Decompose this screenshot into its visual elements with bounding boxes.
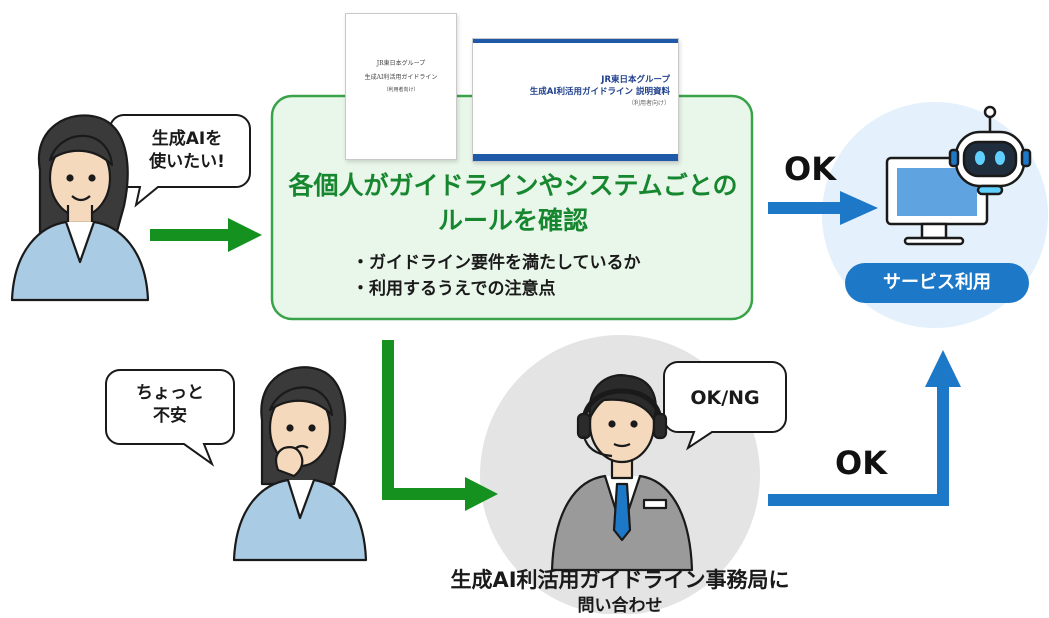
guideline-document-thumbnail: JR東日本グループ 生成AI利活用ガイドライン （利用者向け） xyxy=(345,13,457,160)
ok-label-bottom: OK xyxy=(835,444,887,482)
ok-label-top: OK xyxy=(784,150,836,188)
bubble-operator-text: OK/NG xyxy=(690,387,760,409)
explanation-slide-thumbnail: JR東日本グループ 生成AI利活用ガイドライン 説明資料 （利用者向け） xyxy=(472,38,679,162)
bubble-user-top-line1: 生成AIを xyxy=(151,129,223,149)
service-usage-badge: サービス利用 xyxy=(845,263,1029,303)
guideline-panel-title: 各個人がガイドラインやシステムごとの ルールを確認 xyxy=(274,168,752,238)
woman-worried-icon xyxy=(232,366,368,562)
up-arrow-icon xyxy=(768,350,961,506)
guideline-title-line1: 各個人がガイドラインやシステムごとの xyxy=(288,171,738,200)
bubble-user-bottom-line1: ちょっと xyxy=(136,383,204,403)
doc-left-line2: 生成AI利活用ガイドライン xyxy=(364,74,438,81)
check-item: 利用するうえでの注意点 xyxy=(352,276,641,302)
doc-right-title1: JR東日本グループ xyxy=(601,75,670,85)
right-arrow-icon xyxy=(768,191,878,225)
doc-left-line3: （利用者向け） xyxy=(383,87,419,93)
helpdesk-caption-line2-box: 問い合わせ xyxy=(350,595,890,618)
guideline-title-line2: ルールを確認 xyxy=(437,206,588,235)
helpdesk-caption-line1: 生成AI利活用ガイドライン事務局に xyxy=(450,568,790,592)
helpdesk-caption-line2: 問い合わせ xyxy=(577,596,663,616)
bubble-user-top-text: 生成AIを 使いたい! xyxy=(112,128,262,174)
operator-headset-icon xyxy=(550,374,694,572)
helpdesk-caption: 生成AI利活用ガイドライン事務局に xyxy=(350,566,890,594)
doc-right-title3: （利用者向け） xyxy=(627,100,670,107)
woman-happy-icon xyxy=(10,114,150,302)
check-item: ガイドライン要件を満たしているか xyxy=(352,250,641,276)
bubble-user-bottom-line2: 不安 xyxy=(153,405,187,426)
right-arrow-icon xyxy=(150,218,262,252)
speech-bubble-operator xyxy=(663,361,787,451)
bubble-user-bottom-text: ちょっと 不安 xyxy=(106,382,234,428)
doc-right-title2: 生成AI利活用ガイドライン 説明資料 xyxy=(529,87,670,97)
speech-bubble-user-bottom xyxy=(105,369,235,467)
doc-left-line1: JR東日本グループ xyxy=(376,60,426,67)
bubble-user-top-line2: 使いたい! xyxy=(149,151,225,172)
robot-monitor-icon xyxy=(885,105,1032,246)
guideline-check-list: ガイドライン要件を満たしているか 利用するうえでの注意点 xyxy=(352,250,641,303)
slide-footer-bar xyxy=(473,154,678,161)
down-right-arrow-icon xyxy=(382,340,498,511)
slide-top-rule xyxy=(473,39,678,43)
